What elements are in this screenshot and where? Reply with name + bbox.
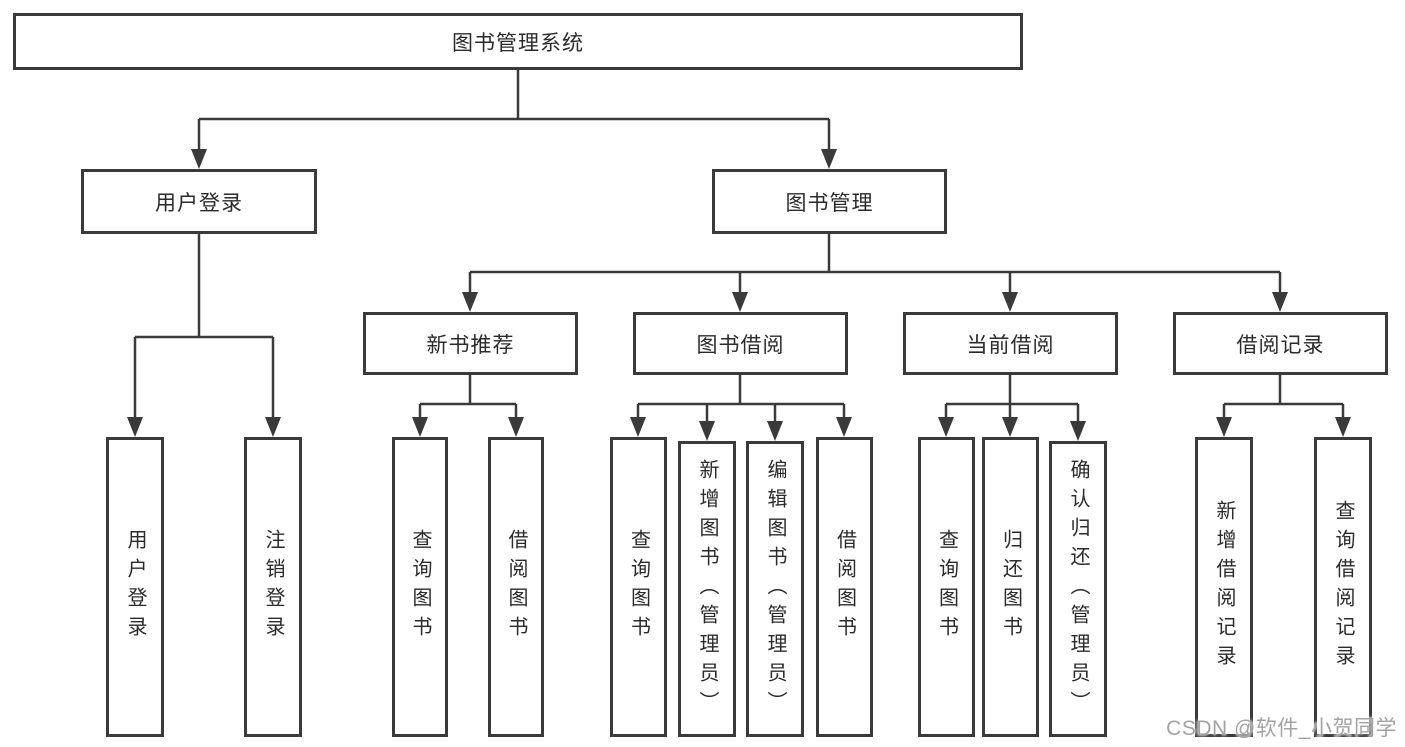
node-label: 用户登录	[155, 191, 243, 215]
leaf-label: 编辑图书（管理员）	[764, 458, 786, 720]
leaf-label: 归还图书	[999, 529, 1022, 645]
leaf-label: 借阅图书	[505, 529, 527, 645]
leaf-logout: 注销登录	[244, 437, 302, 737]
leaf-label: 查询借阅记录	[1332, 500, 1354, 674]
node-label: 借阅记录	[1236, 333, 1325, 357]
leaf-label: 查询图书	[935, 529, 958, 645]
leaf-edit-books-admin: 编辑图书（管理员）	[746, 441, 804, 737]
leaf-query-books-borrow: 查询图书	[610, 437, 667, 737]
leaf-query-books-current: 查询图书	[918, 437, 975, 737]
node-book-management: 图书管理	[712, 169, 947, 234]
node-label: 图书借阅	[696, 333, 785, 357]
leaf-label: 注销登录	[262, 529, 284, 645]
leaf-add-books-admin: 新增图书（管理员）	[678, 441, 736, 737]
node-user-login: 用户登录	[81, 169, 317, 234]
leaf-label: 借阅图书	[833, 529, 856, 645]
node-label: 新书推荐	[426, 333, 515, 357]
leaf-label: 新增借阅记录	[1213, 500, 1235, 674]
leaf-borrow-books-borrow: 借阅图书	[816, 437, 873, 737]
leaf-label: 查询图书	[627, 529, 650, 645]
leaf-add-borrow-record: 新增借阅记录	[1195, 437, 1253, 737]
node-label: 图书管理系统	[452, 31, 584, 55]
leaf-query-borrow-record: 查询借阅记录	[1314, 437, 1372, 737]
node-label: 图书管理	[785, 191, 874, 215]
leaf-label: 用户登录	[124, 529, 146, 645]
leaf-borrow-books-recommend: 借阅图书	[488, 437, 544, 737]
node-root: 图书管理系统	[13, 13, 1023, 70]
node-label: 当前借阅	[966, 333, 1055, 357]
leaf-query-books-recommend: 查询图书	[392, 437, 448, 737]
leaf-return-books: 归还图书	[982, 437, 1039, 737]
node-borrow-records: 借阅记录	[1173, 312, 1388, 375]
leaf-label: 确认归还（管理员）	[1067, 458, 1089, 720]
leaf-label: 查询图书	[409, 529, 431, 645]
leaf-user-login: 用户登录	[106, 437, 164, 737]
node-new-book-recommend: 新书推荐	[363, 312, 578, 375]
watermark: CSDN @软件_小贺同学	[1166, 717, 1397, 740]
node-current-borrow: 当前借阅	[903, 312, 1118, 375]
leaf-confirm-return-admin: 确认归还（管理员）	[1049, 441, 1107, 737]
node-book-borrow: 图书借阅	[633, 312, 848, 375]
leaf-label: 新增图书（管理员）	[696, 458, 718, 720]
